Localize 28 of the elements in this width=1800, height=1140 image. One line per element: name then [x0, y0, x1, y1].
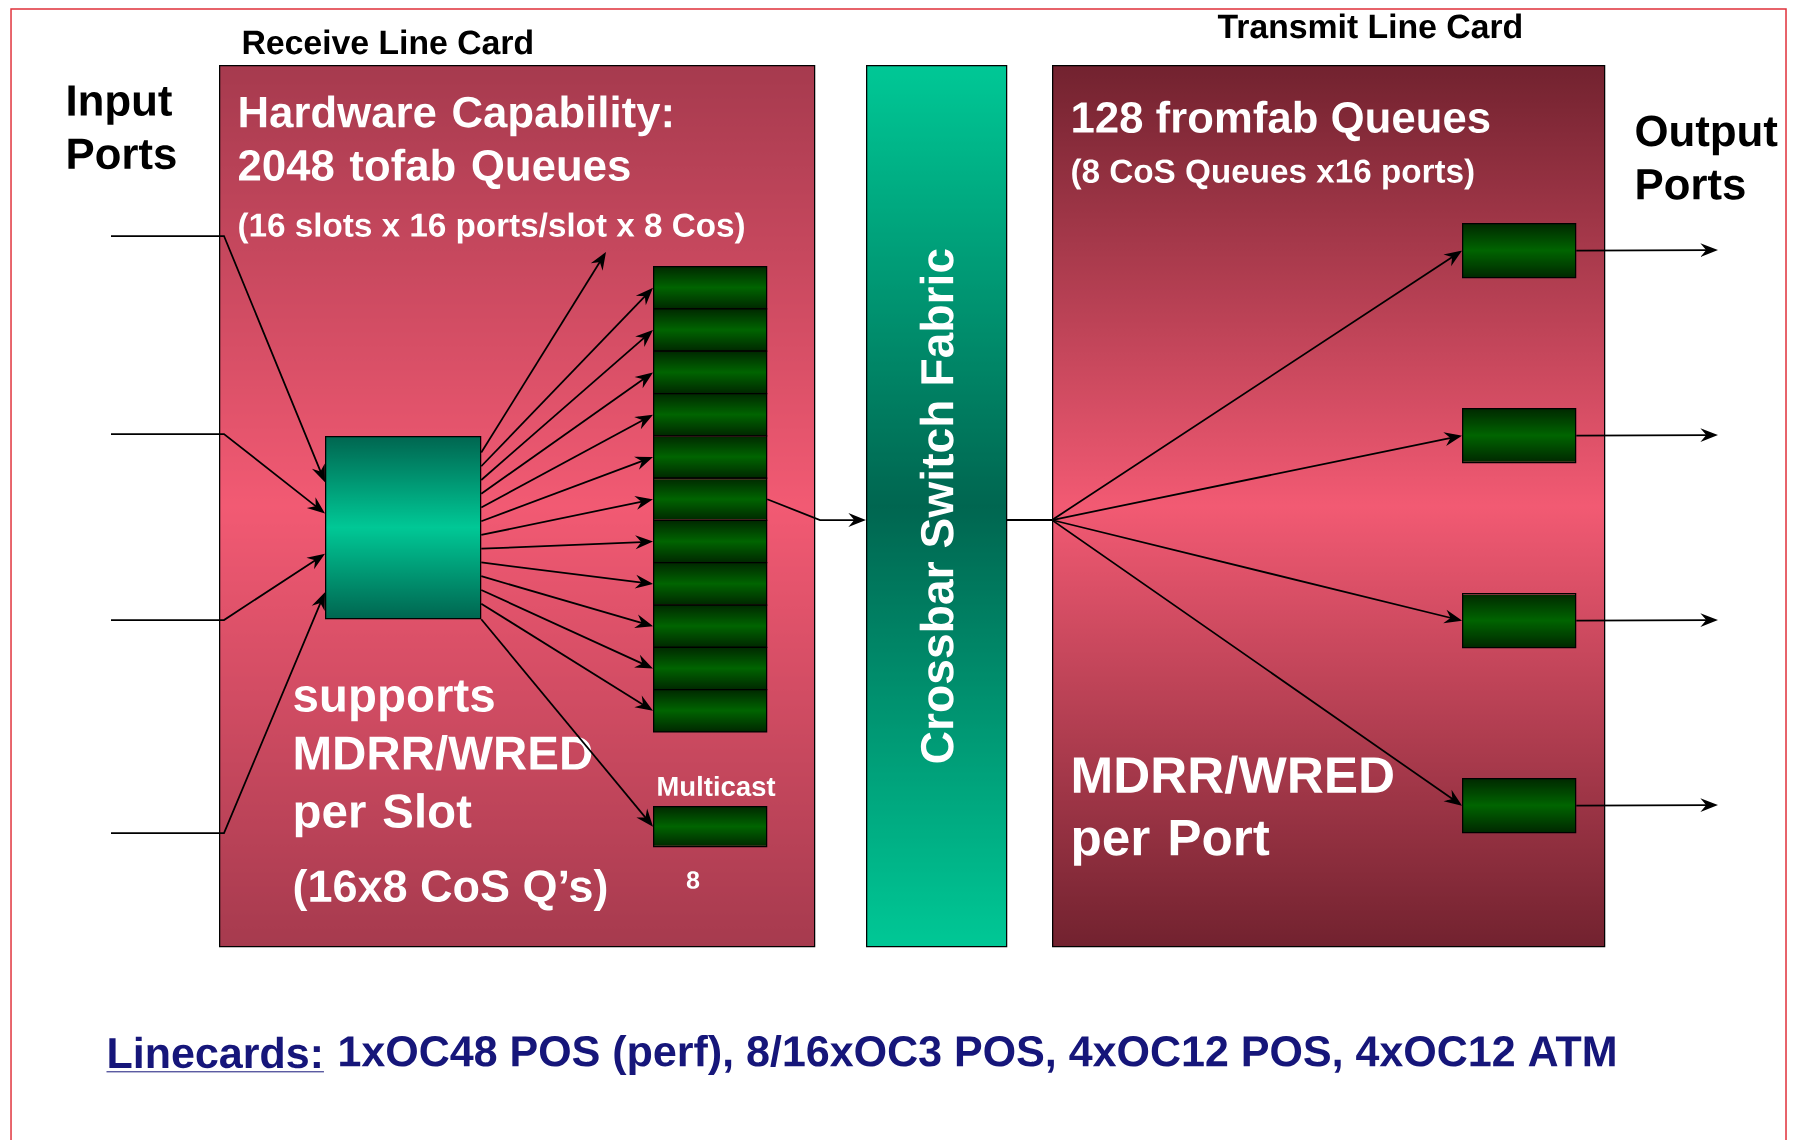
queue-box: [653, 350, 768, 395]
processor-box: [325, 436, 482, 620]
footnote-text: 1xOC48 POS (perf), 8/16xOC3 POS, 4xOC12 POS, 4xOC12 ATM: [340, 1034, 1615, 1076]
queue-box: [653, 646, 768, 691]
queue-box: [653, 308, 768, 352]
switch-fabric-bar: Crossbar Switch Fabric: [866, 65, 1008, 948]
queue-box: [653, 806, 768, 848]
queue-box: [653, 477, 768, 522]
port-label: Output Ports: [1636, 115, 1778, 200]
queue-box: [1462, 408, 1577, 464]
queue-box: [1462, 223, 1577, 279]
queue-box: [653, 689, 768, 733]
arrow: [480, 330, 653, 481]
node-label: Transmit Line Card: [1217, 13, 1521, 39]
queue-box: [1462, 593, 1577, 649]
queue-caption: Multicast: [658, 775, 776, 797]
queue-box: [1462, 778, 1577, 834]
queue-caption: 8: [686, 871, 700, 889]
queue-box: [653, 562, 768, 606]
port-label: Input Ports: [68, 85, 176, 170]
line-card: Transmit Line Card 128 fromfab Queues (8 CoS Queues x16 ports) MDRR/WRED per Port: [1052, 13, 1606, 948]
queue-box: [653, 392, 768, 437]
footnote-heading: Linecards:: [106, 1036, 325, 1073]
queue-box: [653, 266, 768, 310]
queue-box: [653, 604, 768, 648]
queue-box: [653, 435, 768, 479]
queue-box: [653, 519, 768, 564]
node-label: Receive Line Card: [243, 29, 532, 55]
